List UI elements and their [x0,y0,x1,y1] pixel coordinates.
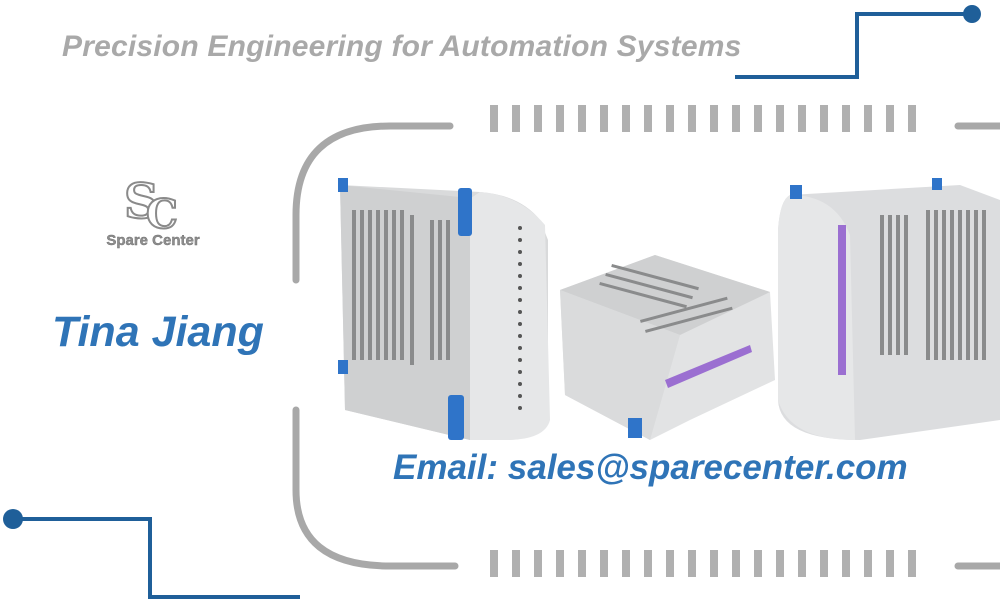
tagline: Precision Engineering for Automation Sys… [62,30,742,63]
logo-brand-text: Spare Center [106,232,200,249]
io-module-middle [560,255,775,440]
spare-center-logo-mark: S C [123,173,179,232]
gray-bracket [292,122,1000,570]
io-module-left [338,178,550,440]
bottom-left-connector-dot [3,509,23,529]
top-right-connector-dot [963,5,981,23]
bottom-left-connector-line [20,517,300,599]
svg-text:S: S [124,174,159,230]
email-line: Email: sales@sparecenter.com [393,448,908,487]
svg-text:C: C [146,191,178,232]
io-module-right [778,178,1000,440]
dash-bar-bottom [490,550,916,577]
top-right-connector-line [735,12,965,79]
dash-bar-top [490,105,916,132]
contact-name: Tina Jiang [52,308,264,356]
